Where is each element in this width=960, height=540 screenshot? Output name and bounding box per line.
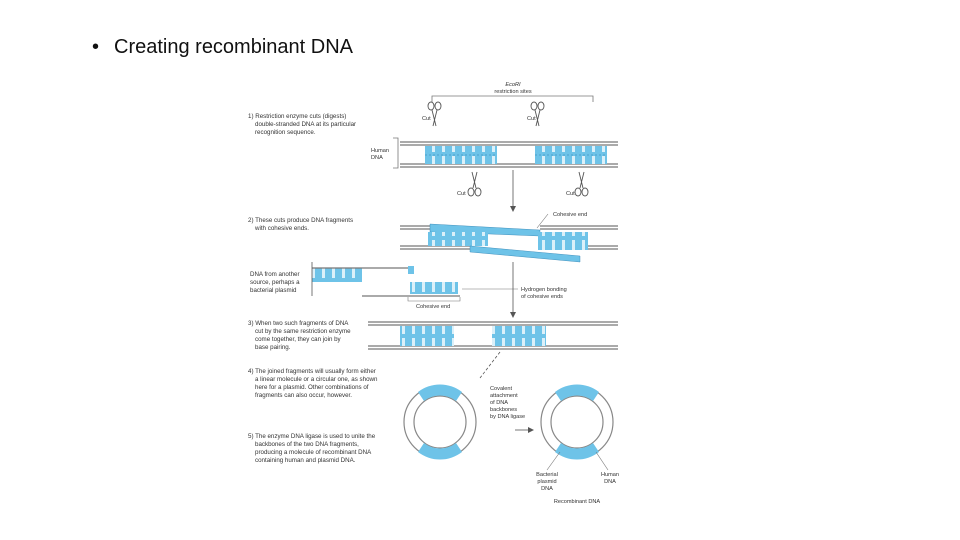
step-5-caption: 5) The enzyme DNA ligase is used to unit… [248, 433, 376, 464]
step-3-line-2: cut by the same restriction enzyme [255, 328, 351, 335]
bacterial-plasmid-label: Bacterial plasmid DNA [536, 472, 558, 492]
ecori-bracket [431, 95, 594, 102]
circular-plasmid-right [540, 384, 614, 460]
covalent-line-4: backbones [490, 407, 517, 413]
step-4-line-4: fragments can also occur, however. [255, 392, 352, 399]
source-line-2: source, perhaps a [250, 279, 300, 286]
bacterial-line-1: Bacterial [536, 472, 558, 478]
covalent-line-2: attachment [490, 393, 518, 399]
cut-label-top-right: Cut [527, 116, 536, 122]
step-2-line-2: with cohesive ends. [254, 225, 309, 232]
step-4-line-3: here for a plasmid. Other combinations o… [255, 384, 369, 391]
step-1-caption: 1) Restriction enzyme cuts (digests) dou… [248, 113, 356, 136]
step-4-caption: 4) The joined fragments will usually for… [248, 368, 378, 399]
cut-label-top-left: Cut [422, 116, 431, 122]
source-line-1: DNA from another [250, 271, 300, 278]
step-2-line-1: 2) These cuts produce DNA fragments [248, 217, 353, 224]
circular-plasmid-left [403, 384, 477, 460]
covalent-attachment-label: Covalent attachment of DNA backbones by … [490, 386, 525, 420]
step-3-line-3: come together, they can join by [255, 336, 342, 343]
step-3-caption: 3) When two such fragments of DNA cut by… [248, 320, 351, 351]
covalent-line-1: Covalent [490, 386, 513, 392]
joined-linear-dna [368, 321, 618, 350]
step-5-line-3: producing a molecule of recombinant DNA [255, 449, 372, 456]
plasmid-fragment [311, 262, 460, 297]
cohesive-end-label-bottom: Cohesive end [416, 304, 450, 310]
cut-label-bottom-right: Cut [566, 191, 575, 197]
source-line-3: bacterial plasmid [250, 287, 297, 294]
human-dna-bracket [393, 137, 399, 169]
bacterial-line-3: DNA [541, 486, 553, 492]
human-bottom-line-2: DNA [604, 479, 616, 485]
scissors-icon-top-right [530, 101, 545, 127]
step-3-line-4: base pairing. [255, 344, 291, 351]
step-5-line-4: containing human and plasmid DNA. [255, 457, 356, 464]
step-4-line-2: a linear molecule or a circular one, as … [255, 376, 378, 383]
hydrogen-bonding-line-1: Hydrogen bonding [521, 287, 567, 293]
plasmid-source-caption: DNA from another source, perhaps a bacte… [250, 271, 300, 294]
cut-label-bottom-left: Cut [457, 191, 466, 197]
scissors-icon-bottom-right [574, 171, 589, 197]
human-bottom-line-1: Human [601, 472, 619, 478]
arrow-step-3-to-4 [479, 351, 501, 379]
scissors-icon-top-left [427, 101, 442, 127]
ecori-label: EcoRI [505, 82, 521, 88]
scissors-icon-bottom-left [467, 171, 482, 197]
recombinant-dna-label: Recombinant DNA [554, 499, 601, 505]
slide-title: • Creating recombinant DNA [92, 36, 353, 59]
step-2-caption: 2) These cuts produce DNA fragments with… [248, 217, 353, 232]
step-1-line-2: double-stranded DNA at its particular [255, 121, 356, 128]
human-dna-strand [400, 141, 618, 168]
step-5-line-1: 5) The enzyme DNA ligase is used to unit… [248, 433, 376, 440]
ecori-sub-label: restriction sites [494, 89, 532, 95]
covalent-line-5: by DNA ligase [490, 414, 525, 420]
human-dna-label-line-1: Human [371, 148, 389, 154]
step-1-line-3: recognition sequence. [255, 129, 316, 136]
hydrogen-bonding-line-2: of cohesive ends [521, 294, 563, 300]
step-3-line-1: 3) When two such fragments of DNA [248, 320, 349, 327]
step-4-line-1: 4) The joined fragments will usually for… [248, 368, 376, 375]
covalent-line-3: of DNA [490, 400, 508, 406]
human-dna-label-line-2: DNA [371, 155, 383, 161]
slide-title-text: Creating recombinant DNA [114, 36, 353, 58]
human-dna-bottom-label: Human DNA [601, 472, 619, 485]
step-1-line-1: 1) Restriction enzyme cuts (digests) [248, 113, 346, 120]
cut-fragments [400, 223, 618, 263]
bullet-marker: • [92, 36, 100, 58]
cohesive-end-label-top: Cohesive end [553, 212, 587, 218]
step-5-line-2: backbones of the two DNA fragments, [255, 441, 359, 448]
bacterial-line-2: plasmid [537, 479, 556, 485]
